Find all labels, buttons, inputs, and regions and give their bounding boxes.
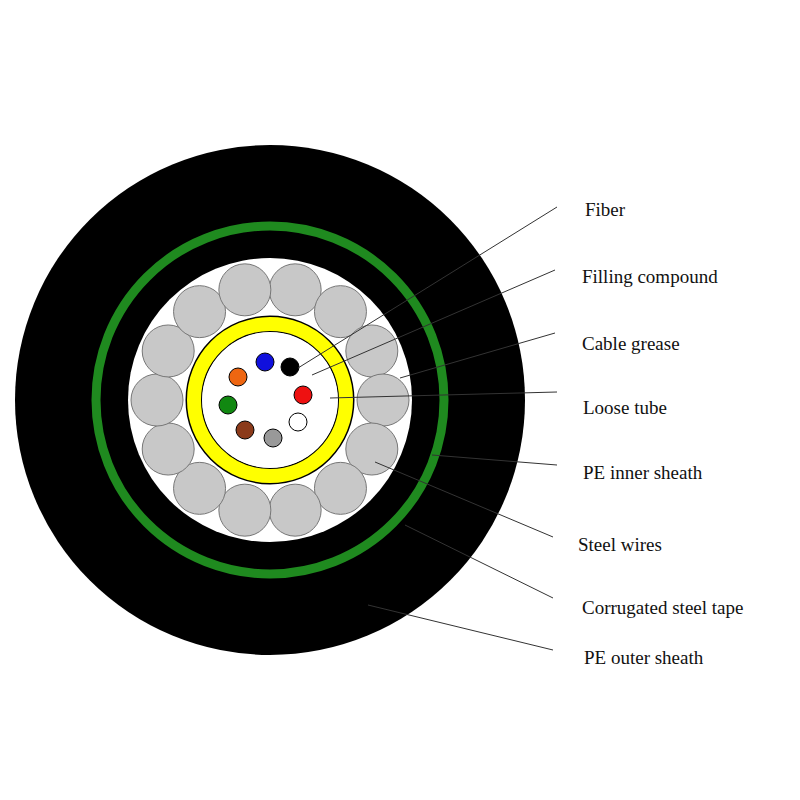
cable-grease [128, 258, 412, 542]
steel-wires [131, 264, 409, 536]
part-label: PE outer sheath [582, 646, 705, 670]
steel-wire [219, 264, 271, 316]
part-label: Loose tube [581, 396, 669, 420]
loose-tube [194, 324, 346, 476]
fiber [229, 368, 247, 386]
fiber [289, 413, 307, 431]
fiber [236, 421, 254, 439]
fibers [219, 353, 312, 447]
part-label: Corrugated steel tape [580, 596, 745, 620]
part-label: PE inner sheath [581, 461, 704, 485]
leader-line [375, 462, 553, 537]
fiber [256, 353, 274, 371]
part-label: Cable grease [580, 332, 682, 356]
fiber [264, 429, 282, 447]
fiber [219, 396, 237, 414]
steel-wire [142, 423, 194, 475]
filling-compound [202, 332, 338, 468]
steel-wire [346, 325, 398, 377]
pe-outer-sheath [15, 145, 525, 655]
leader-line [432, 455, 557, 465]
leader-line [400, 333, 555, 378]
steel-wire [131, 374, 183, 426]
steel-wire [219, 484, 271, 536]
leader-lines [298, 207, 557, 650]
fiber [281, 358, 299, 376]
part-label: Steel wires [576, 533, 664, 557]
corrugated-steel-tape [96, 226, 444, 574]
leader-line [330, 392, 557, 398]
steel-wire [269, 264, 321, 316]
steel-wire [357, 374, 409, 426]
steel-wire [174, 286, 226, 338]
fiber [294, 386, 312, 404]
steel-wire [269, 484, 321, 536]
part-label: Fiber [583, 198, 627, 222]
part-label: Filling compound [580, 265, 720, 289]
leader-line [368, 605, 553, 650]
leader-line [405, 525, 553, 598]
loose-tube-outline [194, 324, 346, 476]
steel-wire [314, 462, 366, 514]
leader-line [312, 270, 555, 375]
